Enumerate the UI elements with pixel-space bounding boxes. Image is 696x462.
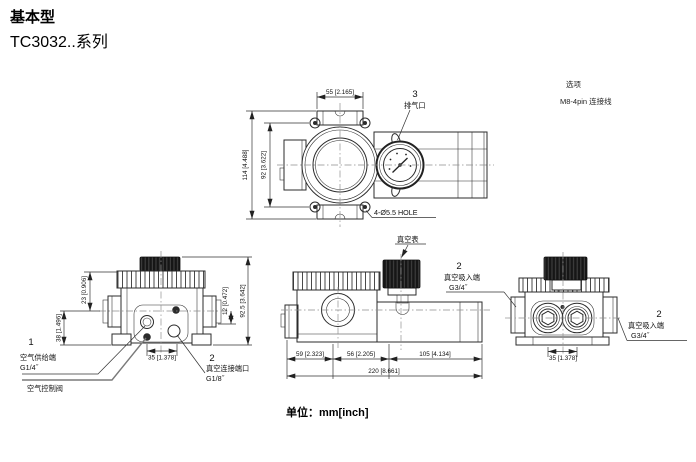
dim-23: 23 [0.906] (81, 276, 88, 304)
dim-220: 220 [8.661] (368, 368, 400, 375)
suction-bore-circle (312, 137, 368, 193)
callout-2-number: 2 (209, 353, 214, 364)
page-title: 基本型 (9, 8, 55, 26)
left-suction-port (510, 296, 526, 334)
dim-92-5: 92.5 [3.642] (240, 284, 247, 318)
dim-height-92: 92 [3.622] (261, 151, 268, 179)
left-side-port (107, 295, 122, 328)
dim-height-114: 114 [4.488] (242, 149, 249, 180)
suction-callout-number: 2 (456, 261, 461, 272)
right-suction-port (602, 296, 618, 334)
top-view-dimensions: 55 [2.165] 114 [4.488] 92 [3.622] 3 排气口 … (242, 89, 436, 220)
front-view: 23 [0.906] 38 [1.496] 12 [0.472] 92.5 [3… (20, 251, 252, 393)
left-foot (111, 333, 132, 346)
dim-width-55: 55 [2.165] (326, 89, 354, 96)
end-view-dimensions: 35 [1.378] 2 真空吸入端 G3/4˝ (547, 309, 687, 362)
callout-3-number: 3 (412, 89, 417, 100)
knurled-band (292, 271, 381, 291)
side-view: 真空表 59 [2.323] 56 [2.205] 105 [4.134] 22… (280, 235, 517, 379)
front-view-body (99, 251, 229, 353)
suction-port-thread: G3/4˝ (449, 283, 468, 292)
gauge-cap (139, 256, 181, 272)
side-view-body (280, 254, 490, 350)
right-side-port (202, 295, 217, 328)
front-view-dimensions: 23 [0.906] 38 [1.496] 12 [0.472] 92.5 [3… (20, 256, 252, 393)
top-view-body (277, 103, 494, 227)
dim-105: 105 [4.134] (419, 351, 451, 358)
suction-port-thread-right: G3/4˝ (631, 331, 650, 340)
top-view: 55 [2.165] 114 [4.488] 92 [3.622] 3 排气口 … (242, 89, 494, 227)
series-title: TC3032..系列 (10, 33, 108, 51)
vacuum-connection-thread: G1/8˝ (206, 374, 225, 383)
hole-note: 4-Ø5.5 HOLE (374, 208, 418, 217)
end-view-body (505, 252, 622, 355)
right-foot (191, 333, 212, 346)
base-plate (515, 336, 610, 346)
vacuum-connection-label: 真空连接端口 (206, 364, 249, 373)
side-view-dimensions: 真空表 59 [2.323] 56 [2.205] 105 [4.134] 22… (286, 235, 517, 379)
options-item: M8-4pin 连接线 (560, 96, 612, 106)
center-screw (560, 305, 565, 309)
suction-callout-number-right: 2 (656, 309, 661, 320)
dim-35-front: 35 [1.378] (148, 355, 176, 362)
dim-35-end: 35 [1.378] (549, 355, 577, 362)
suction-port-label-right: 真空吸入端 (628, 321, 664, 330)
air-supply-thread: G1/4˝ (20, 363, 39, 372)
vacuum-gauge-label: 真空表 (397, 235, 419, 244)
face-screw (172, 306, 180, 314)
vacuum-tube (376, 301, 483, 343)
end-view: 35 [1.378] 2 真空吸入端 G3/4˝ (505, 252, 687, 362)
port-boss (530, 300, 595, 336)
callout-1-number: 1 (28, 337, 33, 348)
unit-note: 单位：mm[inch] (286, 405, 369, 419)
dim-12: 12 [0.472] (222, 287, 229, 315)
gauge-cap-end (543, 256, 588, 281)
mounting-screws (309, 117, 371, 213)
vacuum-gauge-cap (382, 259, 421, 289)
dim-38: 38 [1.496] (56, 314, 63, 342)
vacuum-connection-port (167, 324, 181, 338)
exhaust-port-label: 排气口 (404, 101, 426, 110)
dim-56: 56 [2.205] (347, 351, 375, 358)
suction-port-label: 真空吸入端 (444, 273, 480, 282)
dim-59: 59 [2.323] (296, 351, 324, 358)
air-supply-label: 空气供给端 (20, 353, 56, 362)
air-supply-port (140, 315, 154, 329)
air-control-valve-label: 空气控制阀 (27, 384, 63, 393)
options-heading: 选项 (566, 79, 581, 89)
